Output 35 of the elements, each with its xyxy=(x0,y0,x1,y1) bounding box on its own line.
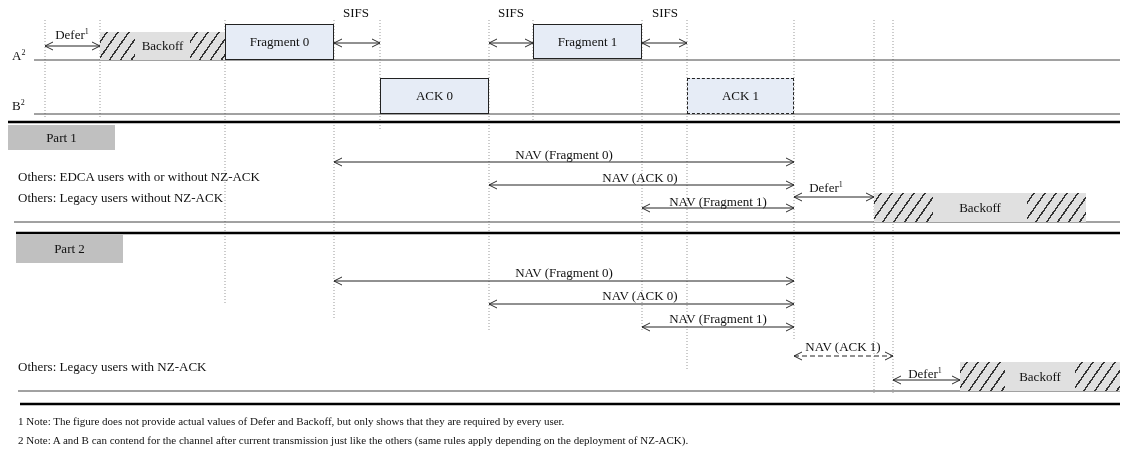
frame-label: Fragment 0 xyxy=(249,34,310,50)
station-label: B$^{2}$ xyxy=(12,98,25,113)
section-tab xyxy=(16,234,123,263)
duration-label: NAV (Fragment 1) xyxy=(669,311,767,326)
duration-label: SIFS xyxy=(498,5,524,20)
frame-label: Fragment 1 xyxy=(557,33,618,50)
duration-label: NAV (ACK 0) xyxy=(602,288,678,303)
section-label: Part 2 xyxy=(54,240,85,257)
duration-label: Defer$^{1}$ xyxy=(908,366,942,381)
frame-label: ACK 1 xyxy=(721,88,760,104)
frame-box xyxy=(533,24,642,59)
station-label: A$^{2}$ xyxy=(12,48,26,63)
frame-box xyxy=(225,24,334,60)
duration-label: Defer$^{1}$ xyxy=(809,180,843,195)
duration-label: NAV (ACK 1) xyxy=(805,339,881,354)
backoff-bar xyxy=(100,32,225,60)
section-label: Part 1 xyxy=(46,129,77,146)
frame-label: ACK 0 xyxy=(415,88,454,104)
row-label: Others: Legacy users without NZ-ACK xyxy=(18,190,224,205)
footnote: 1 Note: The figure does not provide actual values of Defer and Backoff, but only shows that they are required by every user. xyxy=(18,414,565,429)
row-label: Others: Legacy users with NZ-ACK xyxy=(18,359,207,374)
duration-label: NAV (Fragment 1) xyxy=(669,194,767,209)
frame-box xyxy=(380,78,489,114)
backoff-bar xyxy=(960,362,1120,391)
footnote: 2 Note: A and B can contend for the channel after current transmission just like the others (same rules apply depending on the deployment of NZ-ACK). xyxy=(18,433,689,448)
section-tab xyxy=(8,125,115,150)
duration-label: Defer$^{1}$ xyxy=(55,27,89,42)
duration-label: SIFS xyxy=(343,5,369,20)
duration-label: NAV (Fragment 0) xyxy=(515,147,613,162)
duration-label: NAV (ACK 0) xyxy=(602,170,678,185)
duration-label: SIFS xyxy=(652,5,678,20)
duration-label: NAV (Fragment 0) xyxy=(515,265,613,280)
frame-box xyxy=(687,78,794,114)
row-label: Others: EDCA users with or without NZ-ACK xyxy=(18,169,260,184)
backoff-bar xyxy=(874,193,1086,222)
